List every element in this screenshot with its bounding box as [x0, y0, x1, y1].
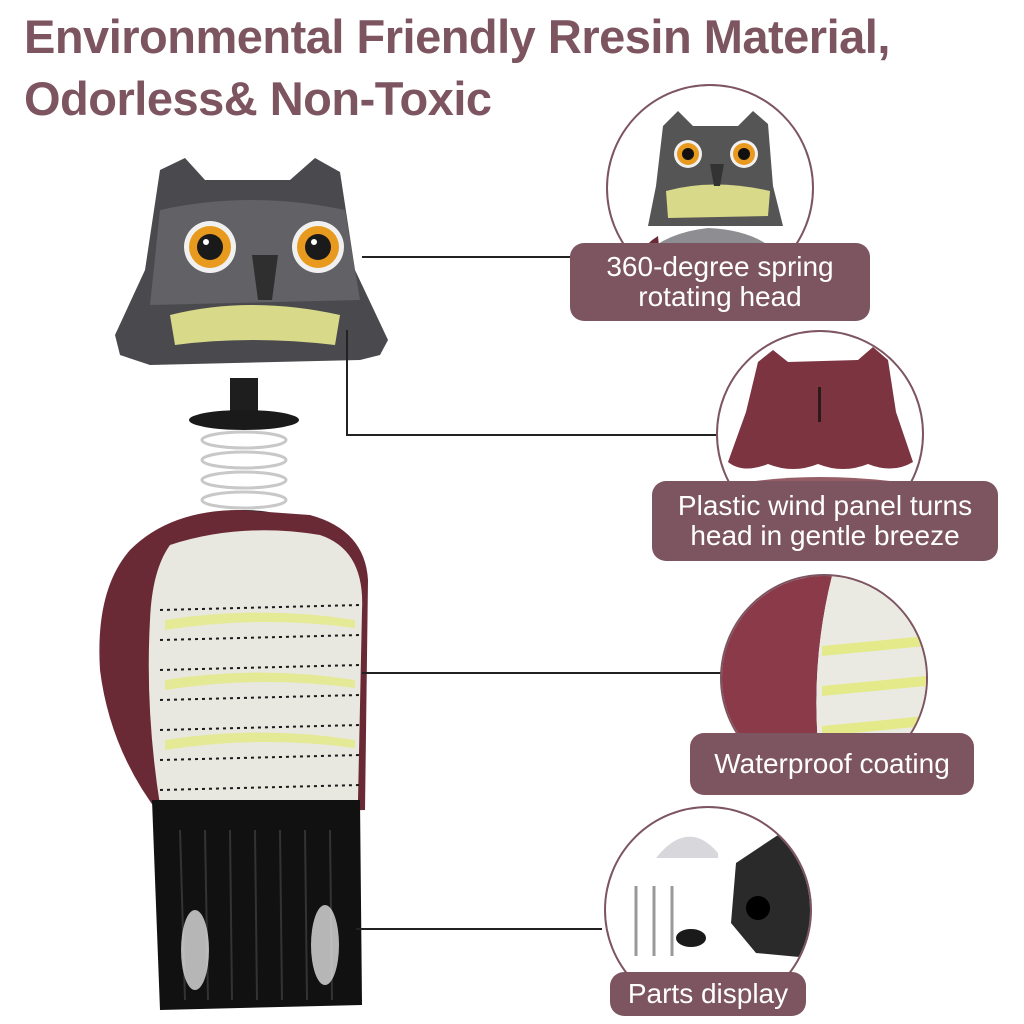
- parts-icon: [634, 833, 810, 958]
- feature-label-line2: rotating head: [638, 281, 802, 312]
- feature-label: Parts display: [627, 978, 789, 1009]
- feature-label-line1: 360-degree spring: [606, 251, 834, 282]
- feather-coating-icon: [722, 576, 926, 780]
- feature-label-line2: head in gentle breeze: [690, 520, 960, 551]
- feature-badge-waterproof-coating: Waterproof coating: [690, 733, 974, 795]
- feature-badge-rotating-head: 360-degree spring rotating head: [570, 243, 870, 321]
- connector-line-panel: [346, 434, 718, 436]
- feature-badge-parts-display: Parts display: [610, 972, 806, 1016]
- headline-line1: Environmental Friendly Rresin Material,: [24, 10, 890, 63]
- connector-line-panel-vertical: [346, 330, 348, 436]
- owl-product-image: [90, 150, 390, 1020]
- owl-illustration-icon: [99, 158, 388, 1010]
- connector-line-head: [362, 256, 572, 258]
- headline: Environmental Friendly Rresin Material, …: [24, 6, 890, 130]
- feature-label-line1: Plastic wind panel turns: [677, 490, 973, 521]
- feature-badge-wind-panel: Plastic wind panel turns head in gentle …: [652, 481, 998, 561]
- connector-line-body: [362, 672, 722, 674]
- headline-line2: Odorless& Non-Toxic: [24, 72, 492, 125]
- feature-label: Waterproof coating: [714, 748, 950, 779]
- connector-line-base: [356, 928, 602, 930]
